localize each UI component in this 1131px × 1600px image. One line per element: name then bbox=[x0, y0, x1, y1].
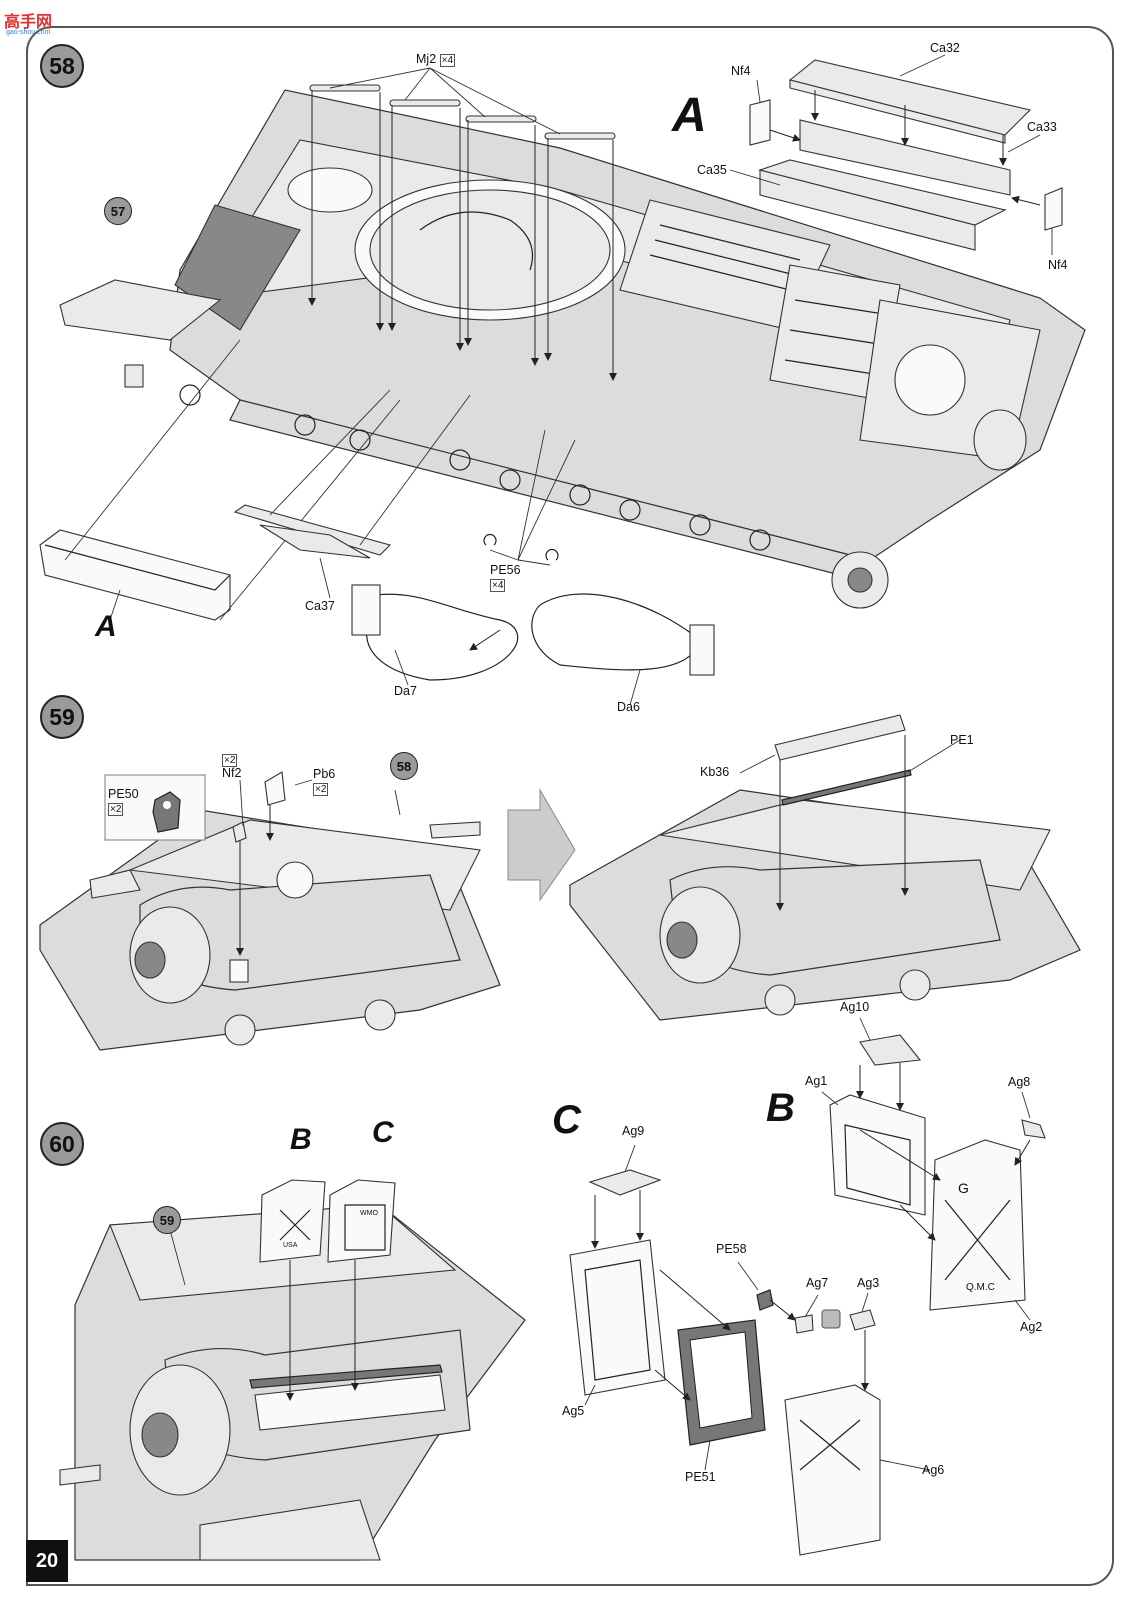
ref-step-59: 59 bbox=[153, 1206, 181, 1234]
label-da7: Da7 bbox=[394, 684, 417, 698]
label-mj2: Mj2 ×4 bbox=[416, 52, 456, 67]
label-nf4-left: Nf4 bbox=[731, 64, 751, 78]
label-ag8: Ag8 bbox=[1008, 1075, 1031, 1089]
can-marking-wmo: WMO bbox=[360, 1210, 378, 1217]
ref-step-58: 58 bbox=[390, 752, 418, 780]
label-ag1: Ag1 bbox=[805, 1074, 828, 1088]
callout-a-bottom: A bbox=[95, 610, 117, 643]
watermark-url: gao-shou.com bbox=[6, 29, 51, 36]
can-marking-g: G bbox=[958, 1180, 969, 1196]
ref-step-57: 57 bbox=[104, 197, 132, 225]
watermark-logo: 高手网 bbox=[4, 12, 53, 31]
label-ag2: Ag2 bbox=[1020, 1320, 1043, 1334]
callout-c-detail: C bbox=[552, 1098, 581, 1142]
label-ca35: Ca35 bbox=[697, 163, 727, 177]
step-60-badge: 60 bbox=[40, 1122, 84, 1166]
label-pe56: PE56×4 bbox=[490, 563, 521, 592]
label-nf4-right: Nf4 bbox=[1048, 258, 1068, 272]
detail-a-sideboxes bbox=[729, 54, 1063, 255]
step59-rear-hull-right bbox=[569, 714, 1081, 1021]
label-pb6: Pb6×2 bbox=[313, 767, 336, 796]
can-marking-qmc: Q.M.C bbox=[966, 1282, 995, 1293]
progress-arrow bbox=[507, 788, 576, 902]
step59-rear-hull-left bbox=[39, 771, 501, 1051]
label-ca32: Ca32 bbox=[930, 41, 960, 55]
can-marking-usa: USA bbox=[283, 1242, 298, 1249]
step60-hull-rear bbox=[59, 1179, 526, 1561]
label-pe51: PE51 bbox=[685, 1470, 716, 1484]
label-ag7: Ag7 bbox=[806, 1276, 829, 1290]
step58-lower-parts bbox=[39, 339, 715, 706]
label-pe58: PE58 bbox=[716, 1242, 747, 1256]
callout-c-can: C bbox=[372, 1116, 394, 1149]
hull-top-drawing bbox=[59, 67, 1086, 609]
callout-b-detail: B bbox=[766, 1086, 795, 1130]
callout-a-top: A bbox=[672, 89, 707, 142]
label-kb36: Kb36 bbox=[700, 765, 730, 779]
label-ag5: Ag5 bbox=[562, 1404, 585, 1418]
callout-b-can: B bbox=[290, 1123, 312, 1156]
label-ag10: Ag10 bbox=[840, 1000, 870, 1014]
label-pe50: PE50×2 bbox=[108, 787, 139, 816]
detail-b-can bbox=[821, 1017, 1046, 1321]
detail-c-can bbox=[569, 1144, 931, 1556]
label-pe1: PE1 bbox=[950, 733, 974, 747]
label-ag9: Ag9 bbox=[622, 1124, 645, 1138]
page-frame bbox=[26, 26, 1114, 1586]
step-58-badge: 58 bbox=[40, 44, 84, 88]
label-ag3: Ag3 bbox=[857, 1276, 880, 1290]
label-ca37: Ca37 bbox=[305, 599, 335, 613]
label-da6: Da6 bbox=[617, 700, 640, 714]
step-59-badge: 59 bbox=[40, 695, 84, 739]
label-ag6: Ag6 bbox=[922, 1463, 945, 1477]
label-ca33: Ca33 bbox=[1027, 120, 1057, 134]
page-number: 20 bbox=[26, 1540, 68, 1582]
